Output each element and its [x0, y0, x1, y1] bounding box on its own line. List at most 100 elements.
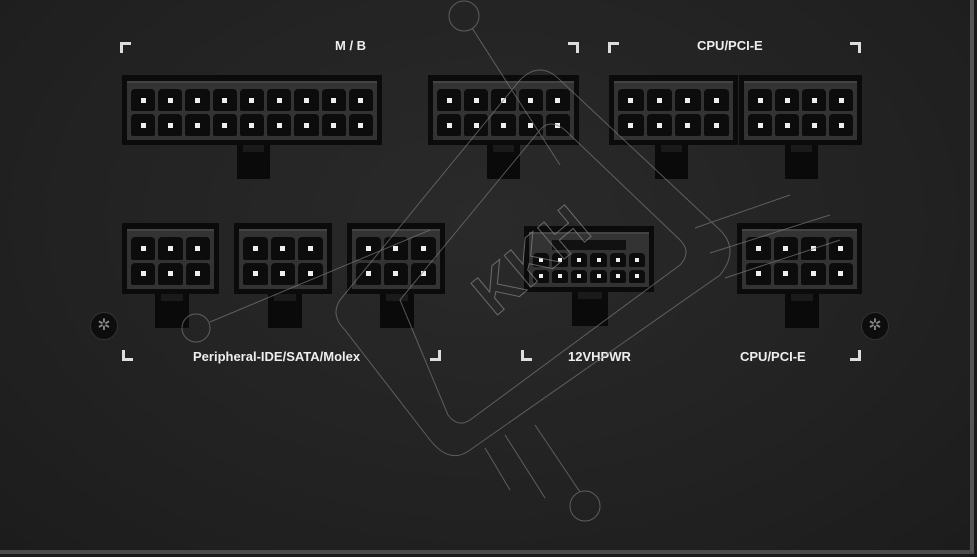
- connector-pin: [533, 269, 550, 283]
- connector-pin: [185, 237, 210, 260]
- connector-pin: [628, 269, 645, 283]
- 12vhpwr-label: 12VHPWR: [568, 349, 631, 364]
- connector-pin: [270, 237, 296, 260]
- connector-latch: [572, 292, 608, 326]
- mb-10pin-connector[interactable]: [428, 75, 579, 145]
- connector-latch: [380, 294, 414, 328]
- corner-mark: [850, 42, 861, 53]
- connector-pin: [518, 89, 543, 111]
- connector-pin: [298, 262, 323, 285]
- connector-pin: [552, 253, 569, 267]
- connector-pin: [552, 269, 569, 283]
- corner-mark: [850, 350, 861, 361]
- connector-pin: [464, 89, 489, 111]
- connector-pin: [828, 237, 853, 260]
- connector-pin: [628, 253, 645, 267]
- connector-pin: [239, 89, 265, 111]
- connector-pin: [829, 114, 853, 136]
- connector-pin: [609, 253, 626, 267]
- connector-pin: [243, 237, 268, 260]
- connector-pin: [646, 89, 672, 111]
- connector-pin: [802, 114, 826, 136]
- connector-pin: [411, 237, 436, 260]
- connector-pin: [243, 262, 268, 285]
- svg-text:KKH: KKH: [460, 193, 603, 328]
- connector-pin: [383, 262, 409, 285]
- connector-pin: [829, 89, 853, 111]
- connector-pin: [437, 114, 462, 136]
- connector-pin: [545, 89, 570, 111]
- connector-pin: [321, 114, 346, 136]
- connector-pin: [270, 262, 296, 285]
- connector-latch: [487, 145, 520, 179]
- connector-pin: [746, 262, 771, 285]
- connector-pin: [239, 114, 265, 136]
- connector-pin: [801, 237, 826, 260]
- sense-pins: [552, 240, 626, 250]
- connector-pin: [437, 89, 462, 111]
- connector-pin: [773, 237, 798, 260]
- connector-pin: [618, 89, 644, 111]
- connector-pin: [185, 114, 210, 136]
- connector-pin: [348, 114, 373, 136]
- corner-mark: [608, 42, 619, 53]
- connector-pin: [212, 89, 237, 111]
- connector-pin: [158, 237, 183, 260]
- connector-pin: [185, 89, 210, 111]
- cpu-pcie-connector-3[interactable]: [737, 223, 862, 294]
- corner-mark: [120, 42, 131, 53]
- connector-pin: [746, 237, 771, 260]
- connector-pin: [321, 89, 346, 111]
- connector-pin: [703, 89, 729, 111]
- connector-pin: [356, 237, 381, 260]
- connector-pin: [675, 114, 701, 136]
- connector-pin: [267, 114, 292, 136]
- connector-pin: [775, 114, 799, 136]
- mb-24pin-connector[interactable]: [122, 75, 382, 145]
- connector-pin: [703, 114, 729, 136]
- connector-pin: [748, 114, 772, 136]
- corner-mark: [430, 350, 441, 361]
- connector-pin: [590, 269, 607, 283]
- connector-latch: [268, 294, 302, 328]
- screw-icon: ✲: [90, 312, 118, 340]
- connector-pin: [802, 89, 826, 111]
- peripheral-connector-3[interactable]: [347, 223, 445, 294]
- connector-latch: [785, 294, 819, 328]
- connector-pin: [748, 89, 772, 111]
- 12vhpwr-connector[interactable]: [524, 226, 654, 292]
- connector-pin: [298, 237, 323, 260]
- connector-pin: [533, 253, 550, 267]
- connector-pin: [773, 262, 798, 285]
- peripheral-label: Peripheral-IDE/SATA/Molex: [193, 349, 361, 364]
- connector-pin: [294, 114, 319, 136]
- cpu-pcie-top-label: CPU/PCI-E: [697, 38, 763, 53]
- connector-pin: [383, 237, 409, 260]
- connector-pin: [185, 262, 210, 285]
- connector-pin: [618, 114, 644, 136]
- connector-pin: [775, 89, 799, 111]
- connector-latch: [785, 145, 818, 179]
- corner-mark: [521, 350, 532, 361]
- mb-label: M / B: [335, 38, 367, 53]
- corner-mark: [568, 42, 579, 53]
- connector-pin: [464, 114, 489, 136]
- connector-pin: [131, 237, 156, 260]
- connector-pin: [158, 89, 183, 111]
- connector-latch: [655, 145, 688, 179]
- connector-pin: [571, 253, 588, 267]
- peripheral-connector-1[interactable]: [122, 223, 219, 294]
- cpu-pcie-connector-1[interactable]: [609, 75, 738, 145]
- connector-pin: [131, 262, 156, 285]
- connector-pin: [801, 262, 826, 285]
- cpu-pcie-bottom-label: CPU/PCI-E: [740, 349, 806, 364]
- connector-pin: [348, 89, 373, 111]
- connector-pin: [267, 89, 292, 111]
- connector-pin: [158, 114, 183, 136]
- connector-pin: [131, 89, 156, 111]
- cpu-pcie-connector-2[interactable]: [739, 75, 862, 145]
- connector-pin: [590, 253, 607, 267]
- connector-pin: [675, 89, 701, 111]
